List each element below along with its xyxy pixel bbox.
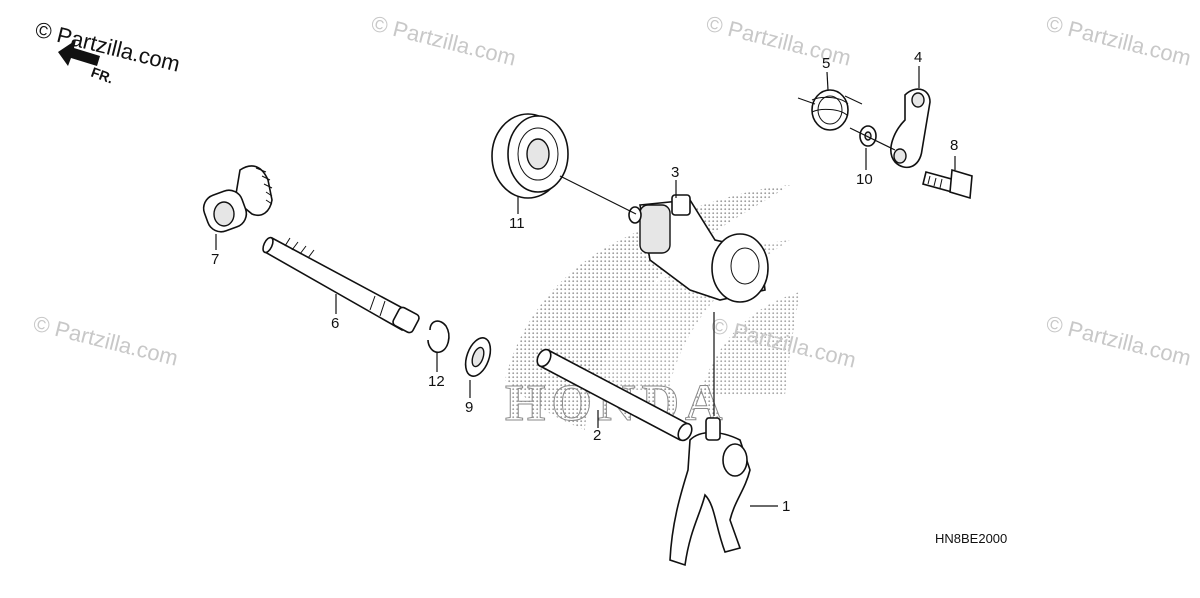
part-shift-fork xyxy=(669,417,751,567)
callout-2: 2 xyxy=(593,427,601,444)
callout-3: 3 xyxy=(671,164,679,181)
callout-11: 11 xyxy=(509,215,525,232)
callout-8: 8 xyxy=(950,137,958,154)
part-fork-shaft xyxy=(536,348,693,442)
front-direction-label: FR. xyxy=(89,64,116,87)
part-gearshift-arm xyxy=(202,165,273,233)
watermark-top-right: © Partzilla.com xyxy=(1044,11,1194,71)
callout-9: 9 xyxy=(465,399,473,416)
watermark-mid-left: © Partzilla.com xyxy=(31,311,181,371)
part-bolt xyxy=(922,168,973,200)
part-circlip xyxy=(427,320,450,354)
callout-4: 4 xyxy=(914,49,922,66)
part-stopper-arm xyxy=(890,88,931,169)
watermark-top-center: © Partzilla.com xyxy=(369,11,519,71)
callout-1: 1 xyxy=(782,498,790,515)
watermark-top-right-center: © Partzilla.com xyxy=(704,11,854,71)
part-return-spring xyxy=(797,89,863,131)
callout-5: 5 xyxy=(822,55,830,72)
callout-12: 12 xyxy=(428,373,445,390)
front-direction-arrow: FR. xyxy=(58,40,116,87)
callout-labels: 1 2 3 4 5 6 7 8 9 10 11 12 xyxy=(211,49,958,515)
callout-10: 10 xyxy=(856,171,873,188)
callout-7: 7 xyxy=(211,251,219,268)
callout-6: 6 xyxy=(331,315,339,332)
watermark-mid-right: © Partzilla.com xyxy=(1044,311,1194,371)
part-gearshift-spindle xyxy=(262,236,420,334)
part-gearshift-drum xyxy=(628,194,769,303)
part-washer-9 xyxy=(464,337,492,377)
leader-lines xyxy=(215,66,956,507)
part-bearing xyxy=(491,113,569,199)
diagram-code: HN8BE2000 xyxy=(935,531,1007,546)
part-washer-10 xyxy=(859,125,877,147)
